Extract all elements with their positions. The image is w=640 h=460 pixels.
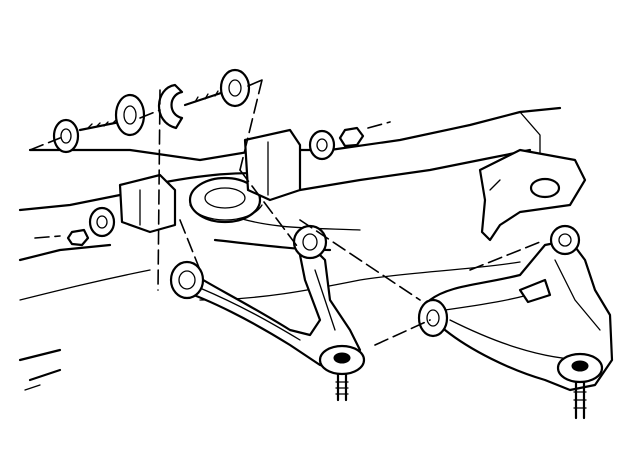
ball-joint [318, 344, 366, 402]
upper-control-arm [417, 224, 614, 420]
nut [52, 118, 365, 247]
frame-crossmember [18, 106, 587, 391]
assembly-guide-lines [29, 79, 541, 346]
cam-washer [114, 83, 184, 137]
cam-bolt [183, 68, 251, 108]
